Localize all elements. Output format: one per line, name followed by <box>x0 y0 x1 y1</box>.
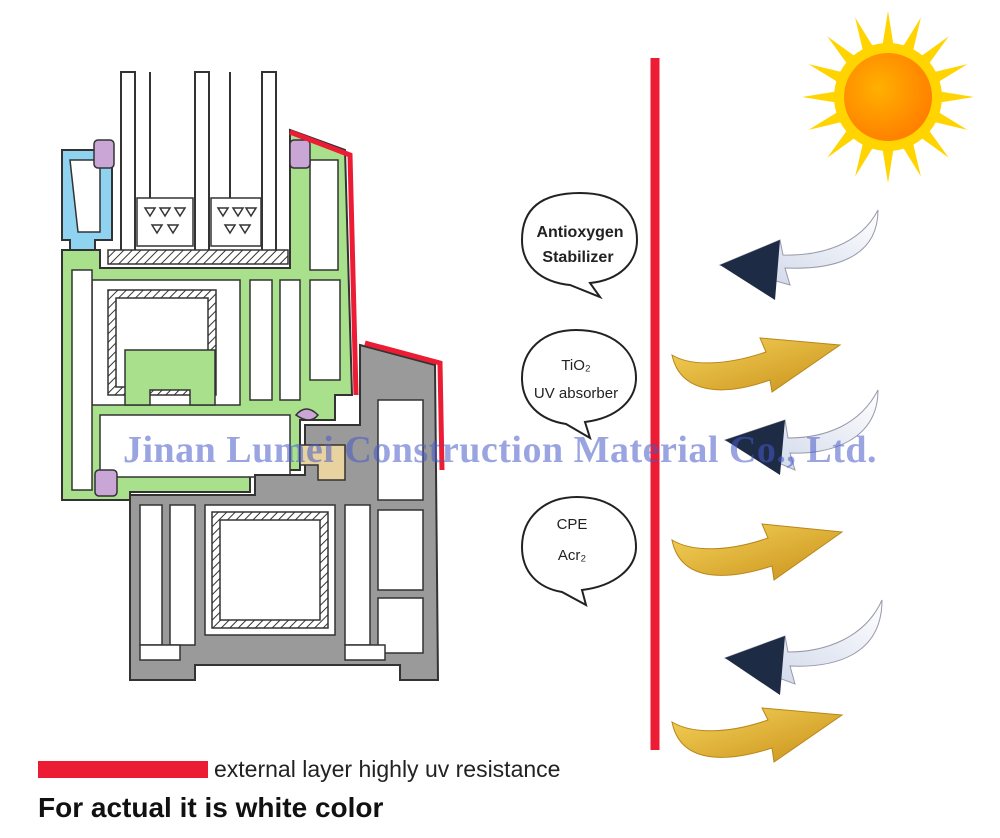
incoming-arrow-2 <box>671 523 844 581</box>
sun-ray <box>931 110 968 130</box>
bubble-tio2-line1: TiO₂ <box>561 357 591 374</box>
hardware-clip <box>299 444 346 481</box>
sun-ray <box>802 91 839 103</box>
reflected-arrow-3 <box>723 599 883 695</box>
legend-label: external layer highly uv resistance <box>214 756 561 782</box>
sash-chambers <box>71 159 341 491</box>
sun-icon <box>802 11 974 183</box>
company-watermark: Jinan Lumei Construction Material Co., L… <box>122 429 878 471</box>
bubble-cpe-line1: CPE <box>557 516 588 533</box>
bubble-antioxygen: Antioxygen Stabilizer <box>520 191 639 300</box>
spacer-desiccant <box>136 197 262 247</box>
sun-ray <box>918 127 949 158</box>
sun-ray <box>882 146 894 183</box>
sun-ray <box>937 91 974 103</box>
sun-ray <box>901 17 921 54</box>
incoming-arrow-1 <box>671 337 842 393</box>
sun-ray <box>808 110 845 130</box>
sun-ray <box>931 64 968 84</box>
sun-ray <box>901 140 921 177</box>
legend-swatch <box>38 761 208 778</box>
bubble-antioxygen-line2: Stabilizer <box>542 249 613 266</box>
reflected-arrow-1 <box>718 209 879 300</box>
glazing-block <box>107 249 289 265</box>
sun-ray <box>827 127 858 158</box>
sun-ray <box>827 36 858 67</box>
sun-ray <box>855 17 875 54</box>
profile-cross-section <box>61 71 445 681</box>
incoming-arrow-3 <box>671 707 844 763</box>
frame-chambers <box>139 399 424 661</box>
color-note: For actual it is white color <box>38 792 384 823</box>
bubble-cpe: CPE Acr₂ <box>520 495 638 607</box>
sun-ray <box>808 64 845 84</box>
bubble-antioxygen-line1: Antioxygen <box>536 224 623 241</box>
external-uv-layer <box>289 129 445 471</box>
bubble-cpe-line2: Acr₂ <box>558 547 587 564</box>
sun-ray <box>882 11 894 48</box>
bubble-tio2-line2: UV absorber <box>534 385 618 402</box>
bubble-tio2: TiO₂ UV absorber <box>520 328 638 441</box>
reflected-arrow-2 <box>723 389 879 475</box>
glass-unit <box>120 71 277 253</box>
sun-ray <box>918 36 949 67</box>
sun-ray <box>855 140 875 177</box>
